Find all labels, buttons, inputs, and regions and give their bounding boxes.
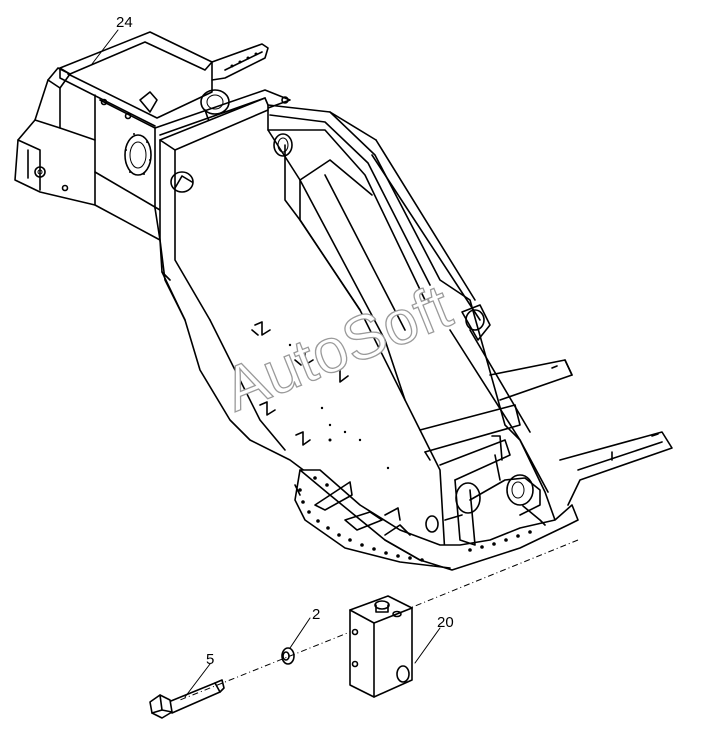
leader-lines — [91, 29, 441, 698]
callout-20: 20 — [437, 614, 454, 631]
callout-2: 2 — [312, 606, 320, 623]
frame-rear-section — [14, 31, 291, 241]
assembly-center-line — [409, 539, 579, 609]
callout-5: 5 — [206, 651, 214, 668]
bolt-part-5 — [149, 679, 225, 719]
bolt-hole-ring — [298, 476, 532, 562]
callout-24: 24 — [116, 14, 133, 31]
bolt-axis-line — [179, 629, 356, 701]
turntable-base — [294, 435, 579, 571]
washer-part-2 — [281, 647, 295, 665]
valve-block-part-20 — [349, 595, 413, 698]
outrigger-beams — [419, 359, 673, 506]
